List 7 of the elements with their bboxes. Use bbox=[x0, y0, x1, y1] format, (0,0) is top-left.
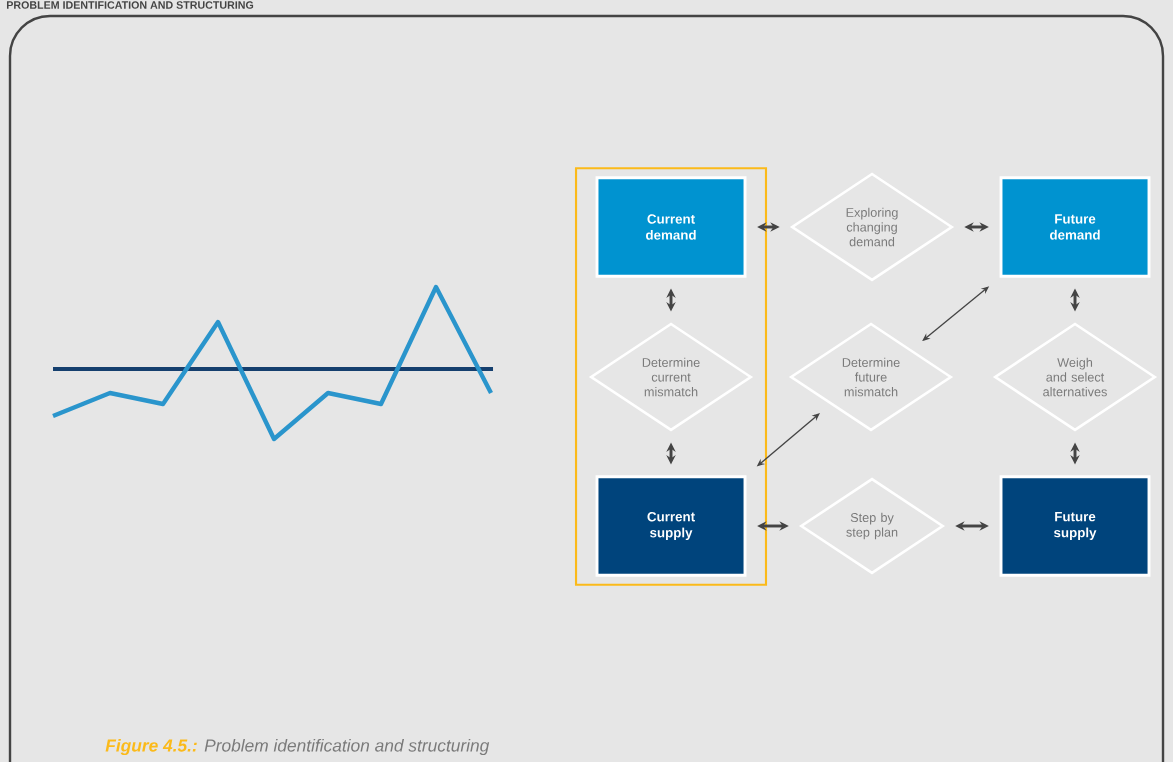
process-box: Current demand bbox=[595, 176, 747, 278]
heading: PROBLEM IDENTIFICATION AND STRUCTURING bbox=[7, 1, 254, 9]
process-box: Future supply bbox=[999, 475, 1151, 577]
process-box: Current supply bbox=[595, 475, 747, 577]
process-box: Future demand bbox=[999, 176, 1151, 278]
group-frame bbox=[574, 167, 768, 586]
figure-caption: Figure 4.5.: Problem identification and structuring bbox=[105, 738, 490, 756]
